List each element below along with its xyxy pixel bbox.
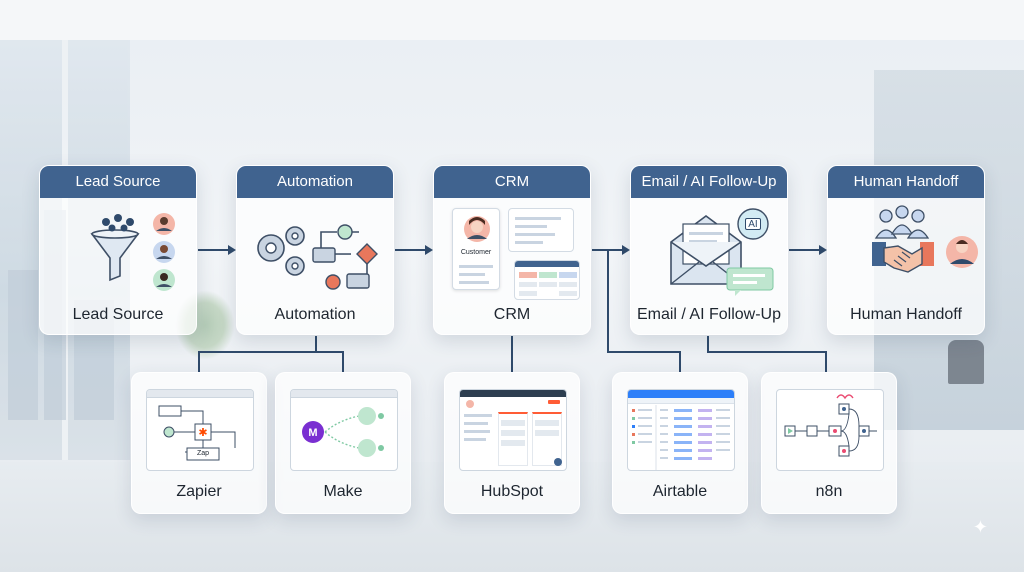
customer-record-icon: Customer xyxy=(434,202,590,302)
funnel-icon xyxy=(40,202,196,302)
tool-hubspot: HubSpot xyxy=(444,372,580,514)
svg-text:M: M xyxy=(308,427,317,439)
zap-step-label: Zap xyxy=(196,450,210,457)
stage-human-handoff: Human Handoff Human Handoff xyxy=(827,165,985,335)
stage-lead-source: Lead Source Lead Source xyxy=(39,165,197,335)
make-screenshot: M xyxy=(290,389,398,471)
tool-label: Zapier xyxy=(176,483,222,500)
stage-header: Email / AI Follow-Up xyxy=(631,166,787,198)
record-details-card xyxy=(508,208,574,252)
tool-zapier: ✱ Zap Zapier xyxy=(131,372,267,514)
handshake-icon xyxy=(828,202,984,302)
gears-flowchart-icon xyxy=(237,202,393,302)
stage-label: Human Handoff xyxy=(850,306,962,323)
email-ai-icon: AI xyxy=(631,202,787,302)
stage-label: Email / AI Follow-Up xyxy=(636,306,782,323)
svg-text:✱: ✱ xyxy=(198,427,207,439)
stage-header: Automation xyxy=(237,166,393,198)
stage-header: Lead Source xyxy=(40,166,196,198)
ai-badge: AI xyxy=(745,218,761,230)
stage-crm: CRM Customer xyxy=(433,165,591,335)
zapier-screenshot: ✱ Zap xyxy=(146,389,254,471)
tool-label: Make xyxy=(323,483,363,500)
n8n-screenshot xyxy=(776,389,884,471)
customer-avatar xyxy=(464,216,490,242)
pipeline-card xyxy=(514,260,580,300)
airtable-screenshot xyxy=(627,389,735,471)
tool-label: Airtable xyxy=(652,483,708,500)
tool-airtable: Airtable xyxy=(612,372,748,514)
stage-header: CRM xyxy=(434,166,590,198)
stage-header: Human Handoff xyxy=(828,166,984,198)
hubspot-screenshot xyxy=(459,389,567,471)
tool-n8n: n8n xyxy=(761,372,897,514)
stage-label: Automation xyxy=(274,306,356,323)
stage-label: CRM xyxy=(493,306,531,323)
sparkle-icon: ✦ xyxy=(972,517,988,537)
tool-label: n8n xyxy=(815,483,843,500)
stage-automation: Automation Automation xyxy=(236,165,394,335)
stage-label: Lead Source xyxy=(72,306,164,323)
customer-label: Customer xyxy=(460,249,492,256)
tool-make: M Make xyxy=(275,372,411,514)
tool-label: HubSpot xyxy=(480,483,544,500)
customer-card: Customer xyxy=(452,208,500,290)
stage-email-ai-follow-up: Email / AI Follow-Up AI Email / AI Follo… xyxy=(630,165,788,335)
